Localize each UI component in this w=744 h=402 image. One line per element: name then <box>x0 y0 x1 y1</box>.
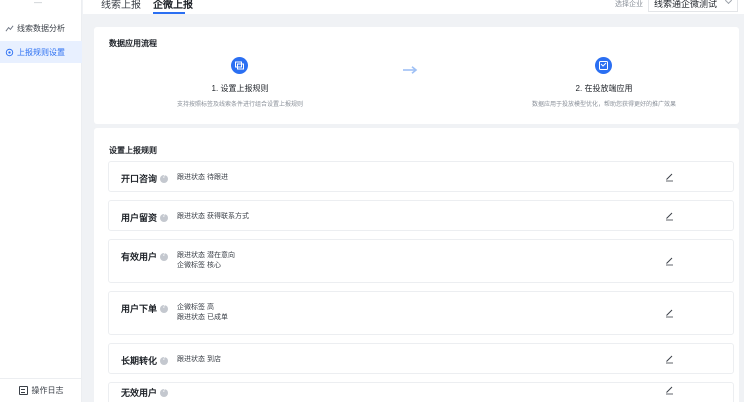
rule-name: 长期转化 <box>121 354 169 367</box>
rule-name-text: 长期转化 <box>121 356 158 366</box>
help-icon[interactable] <box>160 388 169 397</box>
rule-condition: 跟进状态 获得联系方式 <box>177 213 249 220</box>
sidebar-item-label: 线索数据分析 <box>17 23 65 33</box>
rule-name-text: 有效用户 <box>121 252 158 262</box>
rule-conditions: 跟进状态 到店 <box>177 355 221 365</box>
rule-conditions: 跟进状态 待跟进 <box>177 173 228 183</box>
rule-name-text: 用户下单 <box>121 304 158 314</box>
rule-condition: 跟进状态 到店 <box>177 356 221 363</box>
rule-conditions: 跟进状态 潜在意向 企微标签 核心 <box>177 251 235 271</box>
rule-row: 用户下单 企微标签 高 跟进状态 已成单 <box>108 291 734 335</box>
edit-icon[interactable] <box>664 308 674 318</box>
edit-icon[interactable] <box>664 211 674 221</box>
rule-conditions: 企微标签 高 跟进状态 已成单 <box>177 303 228 323</box>
sidebar-item-lead-analysis[interactable]: 线索数据分析 <box>0 17 82 39</box>
edit-icon[interactable] <box>664 354 674 364</box>
rule-name: 用户下单 <box>121 302 169 315</box>
rule-row: 长期转化 跟进状态 到店 <box>108 343 734 374</box>
settings-icon <box>5 48 14 56</box>
rule-name: 无效用户 <box>121 386 169 399</box>
sidebar-item-label: 上报规则设置 <box>17 47 65 57</box>
deploy-icon <box>595 57 612 74</box>
arrow-right-icon <box>403 66 418 74</box>
rule-condition: 跟进状态 已成单 <box>177 314 228 321</box>
edit-icon[interactable] <box>664 385 674 395</box>
rule-condition: 跟进状态 潜在意向 <box>177 252 235 259</box>
rule-name-text: 开口咨询 <box>121 174 158 184</box>
rule-name: 用户留资 <box>121 211 169 224</box>
tab-lead-report[interactable]: 线索上报 <box>101 0 141 11</box>
enterprise-select[interactable]: 线索通企微测试 <box>648 0 738 12</box>
edit-icon[interactable] <box>664 172 674 182</box>
rules-title: 设置上报规则 <box>109 146 157 155</box>
step-1-desc: 支持按照标签及线索条件进行组合设置上报规则 <box>176 102 303 108</box>
report-rules-card: 设置上报规则 开口咨询 跟进状态 待跟进 用户留资 跟进状态 获得联系方式 有效… <box>94 128 739 402</box>
help-icon[interactable] <box>160 304 169 313</box>
rule-condition: 企微标签 高 <box>177 304 214 311</box>
rule-conditions: 跟进状态 获得联系方式 <box>177 212 249 222</box>
enterprise-select-label: 选择企业 <box>615 1 643 8</box>
enterprise-select-value: 线索通企微测试 <box>654 0 718 9</box>
sidebar-top-divider: — <box>34 0 42 7</box>
edit-icon[interactable] <box>664 256 674 266</box>
rule-row: 用户留资 跟进状态 获得联系方式 <box>108 200 734 231</box>
rule-row: 有效用户 跟进状态 潜在意向 企微标签 核心 <box>108 239 734 283</box>
chart-icon <box>5 25 14 31</box>
rule-condition: 企微标签 核心 <box>177 262 221 269</box>
sidebar: — 线索数据分析 上报规则设置 操作日志 <box>0 0 82 402</box>
data-flow-card: 数据应用流程 1. 设置上报规则 支持按照标签及线索条件进行组合设置上报规则 2… <box>94 27 739 124</box>
tab-wecom-report[interactable]: 企微上报 <box>153 0 193 11</box>
rule-row: 开口咨询 跟进状态 待跟进 <box>108 161 734 192</box>
active-tab-indicator <box>153 12 185 14</box>
help-icon[interactable] <box>160 252 169 261</box>
log-icon <box>18 386 28 395</box>
report-icon <box>231 57 248 74</box>
sidebar-item-report-rules[interactable]: 上报规则设置 <box>0 41 82 63</box>
help-icon[interactable] <box>160 213 169 222</box>
sidebar-item-operation-log[interactable]: 操作日志 <box>0 378 82 402</box>
rule-name-text: 无效用户 <box>121 388 158 398</box>
rule-condition: 跟进状态 待跟进 <box>177 174 228 181</box>
help-icon[interactable] <box>160 174 169 183</box>
rule-row: 无效用户 <box>108 382 734 402</box>
rule-name-text: 用户留资 <box>121 213 158 223</box>
sidebar-bottom-label: 操作日志 <box>31 386 64 395</box>
help-icon[interactable] <box>160 356 169 365</box>
chevron-down-icon <box>724 0 733 5</box>
top-bar: 线索上报 企微上报 选择企业 线索通企微测试 <box>83 0 744 14</box>
rule-name: 有效用户 <box>121 250 169 263</box>
rule-name: 开口咨询 <box>121 172 169 185</box>
step-2-title: 2. 在投放端应用 <box>575 84 633 93</box>
step-2-desc: 数据应用于投放模型优化，帮助您获得更好的推广效果 <box>531 102 676 108</box>
flow-title: 数据应用流程 <box>109 39 157 48</box>
step-1-title: 1. 设置上报规则 <box>211 84 269 93</box>
